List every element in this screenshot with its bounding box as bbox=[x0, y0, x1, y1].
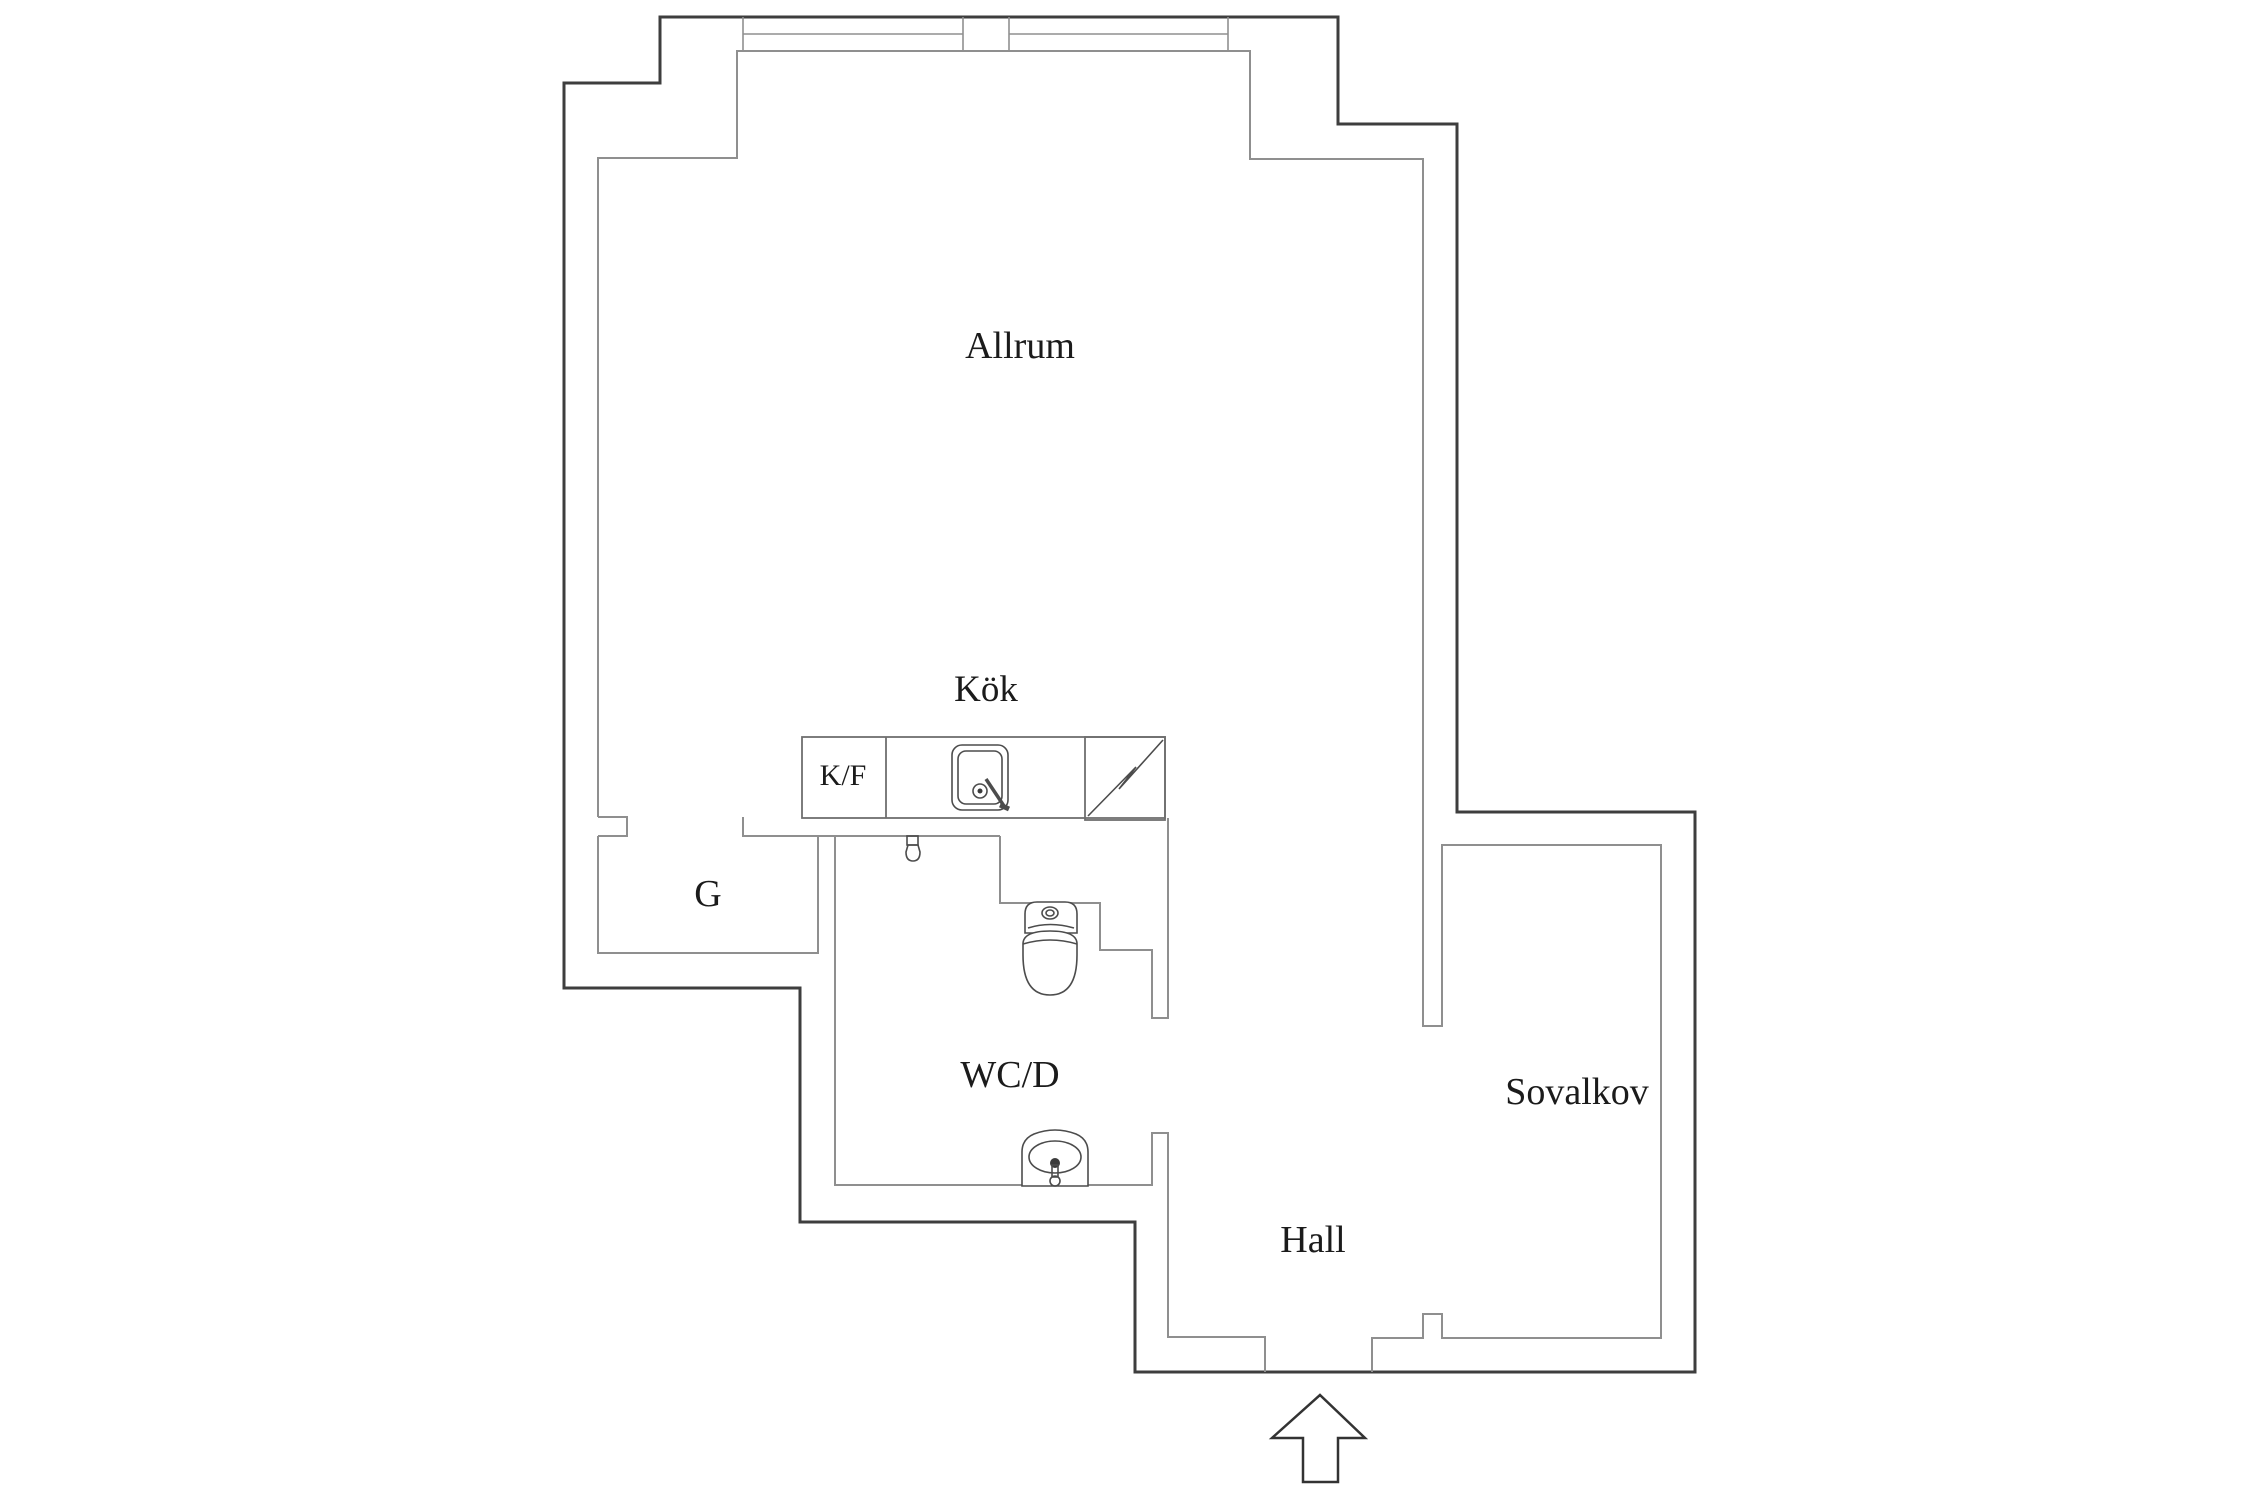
washbasin-icon bbox=[1021, 1129, 1089, 1187]
shower-head-icon bbox=[905, 835, 921, 862]
room-label-kok: Kök bbox=[954, 669, 1018, 710]
washbasin-faucet-knob bbox=[1049, 1175, 1061, 1187]
toilet-bowl bbox=[1022, 930, 1078, 996]
toilet-icon bbox=[1022, 901, 1078, 996]
toilet-button-inner bbox=[1045, 909, 1055, 917]
room-label-allrum: Allrum bbox=[965, 325, 1075, 367]
inner-wall-g-closet bbox=[597, 836, 819, 954]
wall-pier-g-doorway bbox=[598, 816, 628, 837]
electric-stove-icon bbox=[1084, 736, 1166, 821]
toilet-tank-inner bbox=[1027, 923, 1075, 929]
room-label-sovalkov: Sovalkov bbox=[1505, 1071, 1649, 1113]
sink-drain bbox=[972, 783, 988, 799]
washbasin-bowl bbox=[1028, 1140, 1082, 1174]
kitchen-counter bbox=[801, 736, 1166, 821]
stove-lightning-bolt bbox=[1087, 739, 1164, 817]
room-label-g: G bbox=[694, 873, 721, 915]
room-label-kf: K/F bbox=[820, 759, 867, 792]
window-symbols bbox=[742, 17, 1229, 51]
shower-mount bbox=[906, 835, 919, 846]
sink-lever-grip bbox=[998, 802, 1011, 812]
sink-basin bbox=[957, 750, 1003, 805]
kitchen-sink-icon bbox=[951, 744, 1011, 812]
washbasin-faucet-stem bbox=[1051, 1164, 1059, 1178]
entrance-direction-arrow bbox=[1268, 1393, 1369, 1484]
toilet-button bbox=[1041, 906, 1059, 920]
room-label-wcd: WC/D bbox=[960, 1054, 1059, 1096]
toilet-seat-line bbox=[1022, 939, 1078, 945]
sink-lever bbox=[984, 778, 1006, 807]
outer-wall-boundary bbox=[562, 15, 1697, 1374]
sink-outer bbox=[951, 744, 1009, 811]
sink-drain-dot bbox=[977, 788, 983, 794]
stove-outline bbox=[1084, 736, 1166, 821]
room-label-hall: Hall bbox=[1280, 1219, 1345, 1261]
shower-bulb bbox=[905, 844, 921, 862]
inner-wall-allrum-sovalkov bbox=[597, 50, 1662, 1372]
inner-wall-wcd-alcove bbox=[999, 818, 1169, 1019]
